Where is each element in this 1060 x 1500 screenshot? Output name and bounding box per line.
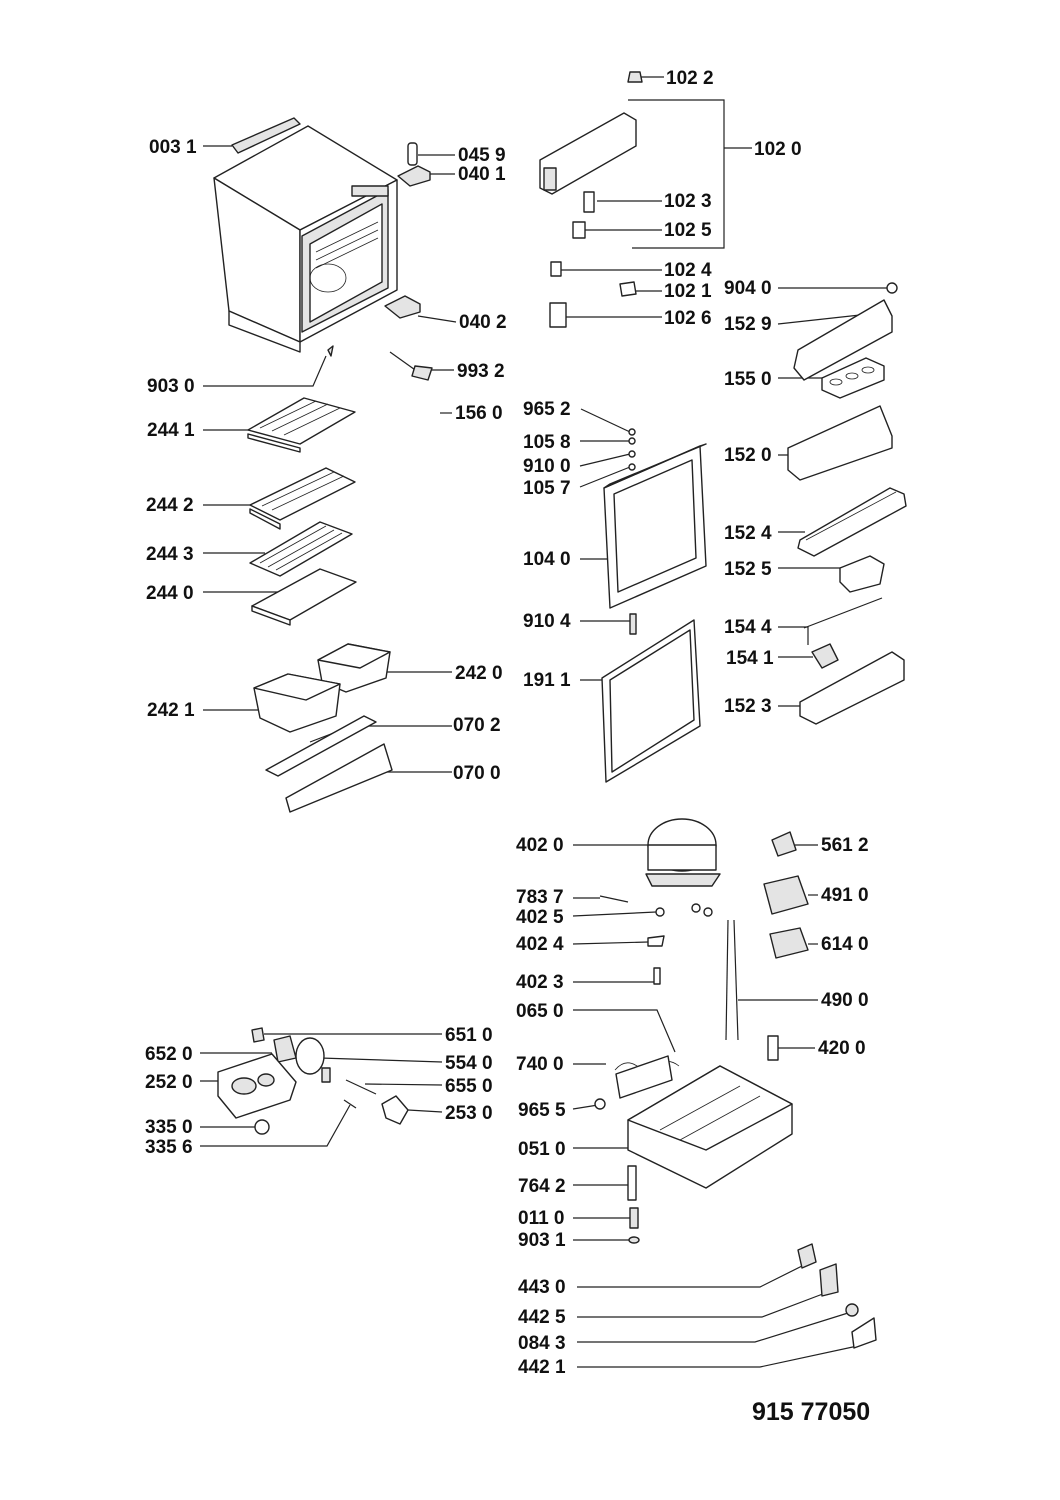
part-label: 152 9 xyxy=(724,314,772,335)
part-label: 045 9 xyxy=(458,145,506,166)
part-label: 102 5 xyxy=(664,220,712,241)
part-label: 740 0 xyxy=(516,1054,564,1075)
part-label: 011 0 xyxy=(518,1208,565,1229)
part-label: 102 2 xyxy=(666,68,714,89)
part-label: 651 0 xyxy=(445,1025,493,1046)
part-label: 443 0 xyxy=(518,1277,566,1298)
reference-number: 915 77050 xyxy=(752,1398,870,1426)
part-label: 152 5 xyxy=(724,559,772,580)
part-label: 561 2 xyxy=(821,835,869,856)
part-label: 040 1 xyxy=(458,164,506,185)
part-label: 104 0 xyxy=(523,549,571,570)
part-label: 335 0 xyxy=(145,1117,193,1138)
part-label: 904 0 xyxy=(724,278,772,299)
part-label: 244 0 xyxy=(146,583,194,604)
part-label: 070 0 xyxy=(453,763,501,784)
part-label: 420 0 xyxy=(818,1038,866,1059)
cabinet-drawing xyxy=(213,117,398,353)
part-label: 105 8 xyxy=(523,432,571,453)
part-label: 152 0 xyxy=(724,445,772,466)
part-label: 252 0 xyxy=(145,1072,193,1093)
part-label: 070 2 xyxy=(453,715,501,736)
part-label: 335 6 xyxy=(145,1137,193,1158)
hinge-drawings xyxy=(327,142,433,381)
part-label: 040 2 xyxy=(459,312,507,333)
top-door-drawings xyxy=(539,71,898,328)
part-label: 965 5 xyxy=(518,1100,566,1121)
part-label: 065 0 xyxy=(516,1001,564,1022)
shelf-drawings xyxy=(247,397,357,626)
part-label: 910 4 xyxy=(523,611,571,632)
part-label: 102 6 xyxy=(664,308,712,329)
part-label: 242 0 xyxy=(455,663,503,684)
part-label: 910 0 xyxy=(523,456,571,477)
part-label: 102 1 xyxy=(664,281,712,302)
part-label: 402 4 xyxy=(516,934,564,955)
part-label: 102 4 xyxy=(664,260,712,281)
part-label: 402 3 xyxy=(516,972,564,993)
part-label: 102 0 xyxy=(754,139,802,160)
part-label: 442 1 xyxy=(518,1357,566,1378)
part-label: 554 0 xyxy=(445,1053,493,1074)
thermostat-drawings xyxy=(217,1027,409,1135)
part-label: 152 3 xyxy=(724,696,772,717)
part-label: 156 0 xyxy=(455,403,503,424)
part-label: 102 3 xyxy=(664,191,712,212)
part-label: 244 3 xyxy=(146,544,194,565)
door-bin-drawings xyxy=(787,299,907,725)
part-label: 655 0 xyxy=(445,1076,493,1097)
part-label: 402 0 xyxy=(516,835,564,856)
part-label: 402 5 xyxy=(516,907,564,928)
base-drawings xyxy=(594,1065,877,1349)
part-label: 491 0 xyxy=(821,885,869,906)
compressor-drawings xyxy=(599,818,809,1099)
part-label: 155 0 xyxy=(724,369,772,390)
part-label: 442 5 xyxy=(518,1307,566,1328)
part-label: 903 1 xyxy=(518,1230,566,1251)
part-label: 783 7 xyxy=(516,887,564,908)
crisper-drawings xyxy=(253,643,393,813)
part-label: 244 2 xyxy=(146,495,194,516)
part-label: 253 0 xyxy=(445,1103,493,1124)
part-label: 154 4 xyxy=(724,617,772,638)
part-label: 244 1 xyxy=(147,420,195,441)
part-label: 152 4 xyxy=(724,523,772,544)
part-label: 084 3 xyxy=(518,1333,566,1354)
part-label: 105 7 xyxy=(523,478,571,499)
door-drawings xyxy=(601,428,707,783)
part-label: 490 0 xyxy=(821,990,869,1011)
part-label: 652 0 xyxy=(145,1044,193,1065)
part-label: 003 1 xyxy=(149,137,197,158)
part-label: 965 2 xyxy=(523,399,571,420)
part-labels: 003 1 045 9 040 1 040 2 993 2 903 0 156 … xyxy=(145,68,869,1378)
part-label: 903 0 xyxy=(147,376,195,397)
part-label: 051 0 xyxy=(518,1139,566,1160)
part-label: 242 1 xyxy=(147,700,195,721)
part-label: 614 0 xyxy=(821,934,869,955)
part-label: 191 1 xyxy=(523,670,571,691)
part-label: 154 1 xyxy=(726,648,774,669)
part-label: 764 2 xyxy=(518,1176,566,1197)
part-label: 993 2 xyxy=(457,361,505,382)
